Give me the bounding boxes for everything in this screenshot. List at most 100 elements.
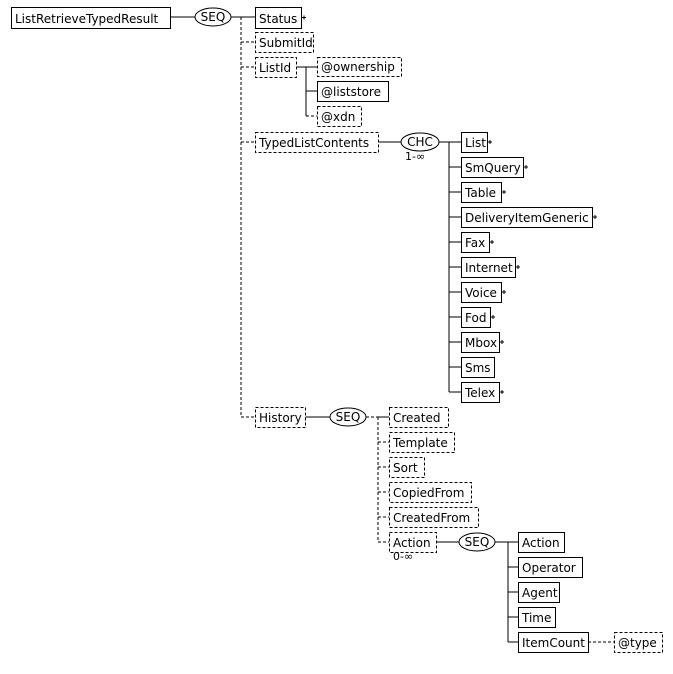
attr-type[interactable]: @type: [614, 632, 663, 653]
typedlistcontents-element-box: [255, 132, 379, 153]
action-seq-label: SEQ: [465, 535, 490, 549]
attr-type-label: @type: [618, 636, 657, 650]
choice-item-4[interactable]: Fax: [461, 232, 495, 253]
choice-cardinality: 1-∞: [405, 150, 425, 163]
action-item-3[interactable]: Time: [518, 607, 556, 628]
attr-xdn-label: @xdn: [321, 110, 355, 124]
action-item-1[interactable]: Operator: [518, 557, 583, 578]
typedlistcontents-element-label: TypedListContents: [258, 136, 369, 150]
history-element-box: [255, 407, 306, 428]
choice-item-3-label: DeliveryItemGeneric: [465, 211, 589, 225]
listid-element-label: ListId: [259, 61, 291, 75]
choice-item-1[interactable]: SmQuery: [461, 157, 529, 178]
history-item-2-box: [389, 457, 425, 478]
choice-item-8-box: [461, 332, 500, 353]
history-item-1[interactable]: Template: [389, 432, 455, 453]
history-item-5-label: Action: [393, 536, 431, 550]
action-item-4-box: [518, 632, 589, 653]
history-element-label: History: [259, 411, 302, 425]
action-item-0[interactable]: Action: [518, 532, 565, 553]
root-seq: SEQ: [194, 7, 232, 27]
choice-item-8-label: Mbox: [465, 336, 497, 350]
choice-item-9[interactable]: Sms: [461, 357, 495, 378]
choice-item-9-label: Sms: [465, 361, 491, 375]
choice-item-10[interactable]: Telex: [461, 382, 505, 403]
history-item-1-label: Template: [392, 436, 448, 450]
status-element-box: [255, 7, 302, 29]
root-seq-shape: [194, 7, 232, 27]
attr-ownership[interactable]: @ownership: [317, 57, 402, 77]
history-item-5-box: [389, 532, 437, 553]
attr-xdn[interactable]: @xdn: [317, 106, 362, 127]
choice-compositor-label: CHC: [407, 135, 433, 149]
choice-item-5-box: [461, 257, 516, 278]
choice-item-3[interactable]: DeliveryItemGeneric: [461, 207, 598, 228]
action-item-0-box: [518, 532, 565, 553]
submitid-element-label: SubmitId: [259, 36, 313, 50]
choice-item-1-box: [461, 157, 524, 178]
listid-element-box: [255, 57, 297, 78]
history-item-5[interactable]: Action: [389, 532, 437, 553]
listid-element[interactable]: ListId: [255, 57, 297, 78]
history-item-1-box: [389, 432, 455, 453]
attr-liststore-label: @liststore: [321, 85, 381, 99]
attr-ownership-box: [317, 57, 402, 77]
choice-item-8[interactable]: Mbox: [461, 332, 505, 353]
choice-item-2[interactable]: Table: [461, 182, 507, 203]
root-element-box: [11, 7, 171, 29]
root-element-label: ListRetrieveTypedResult: [15, 12, 159, 26]
root-seq-label: SEQ: [201, 10, 226, 24]
attr-liststore-box: [317, 81, 389, 102]
choice-item-3-box: [461, 207, 593, 228]
choice-compositor-shape: [400, 132, 440, 152]
history-seq-label: SEQ: [336, 410, 361, 424]
submitid-element[interactable]: SubmitId: [255, 32, 314, 53]
choice-item-0[interactable]: List: [461, 132, 493, 153]
attr-liststore[interactable]: @liststore: [317, 81, 389, 102]
status-element[interactable]: Status: [255, 7, 307, 29]
choice-item-7[interactable]: Fod: [461, 307, 496, 328]
typedlistcontents-element[interactable]: TypedListContents: [255, 132, 379, 153]
root-element[interactable]: ListRetrieveTypedResult: [11, 7, 171, 29]
history-seq: SEQ: [329, 407, 367, 427]
action-item-2[interactable]: Agent: [518, 582, 560, 603]
history-item-3-box: [389, 482, 472, 503]
choice-item-6-box: [461, 282, 502, 303]
choice-item-7-box: [461, 307, 491, 328]
attr-type-box: [614, 632, 663, 653]
history-item-0-label: Created: [393, 411, 441, 425]
history-item-4-box: [389, 507, 479, 528]
action-item-3-box: [518, 607, 556, 628]
choice-item-4-box: [461, 232, 490, 253]
choice-item-7-label: Fod: [465, 311, 486, 325]
history-element[interactable]: History: [255, 407, 306, 428]
action-item-0-label: Action: [522, 536, 560, 550]
choice-item-10-label: Telex: [464, 386, 495, 400]
choice-item-6-label: Voice: [465, 286, 497, 300]
history-item-3[interactable]: CopiedFrom: [389, 482, 472, 503]
attr-xdn-box: [317, 106, 362, 127]
choice-item-0-box: [461, 132, 488, 153]
action-item-4[interactable]: ItemCount: [518, 632, 589, 653]
choice-item-6[interactable]: Voice: [461, 282, 507, 303]
choice-item-10-box: [461, 382, 500, 403]
action-seq-shape: [458, 532, 496, 552]
choice-item-4-label: Fax: [465, 236, 485, 250]
history-item-4[interactable]: CreatedFrom: [389, 507, 479, 528]
history-item-2[interactable]: Sort: [389, 457, 425, 478]
history-item-0-box: [389, 407, 449, 428]
action-item-2-box: [518, 582, 560, 603]
choice-item-5[interactable]: Internet: [461, 257, 521, 278]
attr-ownership-label: @ownership: [321, 60, 395, 74]
action-item-1-label: Operator: [522, 561, 576, 575]
choice-compositor: CHC: [400, 132, 440, 152]
action-seq: SEQ: [458, 532, 496, 552]
action-item-3-label: Time: [521, 611, 551, 625]
action-item-1-box: [518, 557, 583, 578]
history-item-0[interactable]: Created: [389, 407, 449, 428]
history-item-4-label: CreatedFrom: [393, 511, 470, 525]
choice-item-9-box: [461, 357, 495, 378]
history-item-3-label: CopiedFrom: [393, 486, 464, 500]
submitid-element-box: [255, 32, 314, 53]
action-cardinality: 0-∞: [393, 550, 413, 563]
